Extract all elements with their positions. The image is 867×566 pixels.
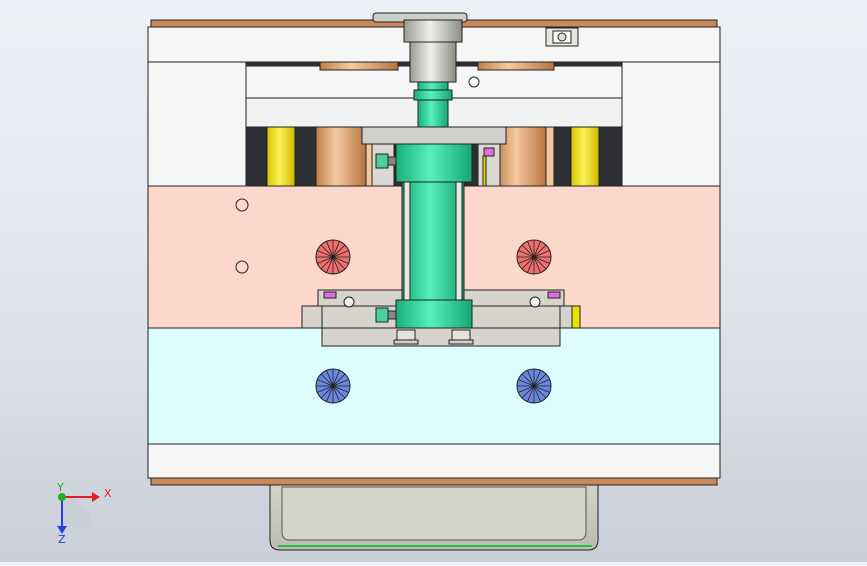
cooling-port-red-left[interactable] — [315, 239, 351, 275]
hex-nuts[interactable] — [393, 329, 474, 345]
axis-triad[interactable]: X Y Z — [56, 481, 112, 546]
y-axis-dot — [58, 493, 66, 501]
screw-head-top-right[interactable] — [545, 27, 579, 47]
guide-pillars[interactable] — [266, 126, 600, 187]
x-axis-label: X — [104, 487, 112, 500]
ejector-box[interactable] — [269, 484, 599, 551]
hydraulic-fitting-lower[interactable] — [375, 307, 397, 323]
hydraulic-cylinder[interactable] — [395, 19, 473, 329]
cooling-port-blue-right[interactable] — [516, 368, 552, 404]
cooling-port-blue-left[interactable] — [315, 368, 351, 404]
y-axis-label: Y — [56, 481, 64, 494]
z-axis-label: Z — [58, 533, 66, 546]
cooling-port-red-right[interactable] — [516, 239, 552, 275]
bottom-clamp-plate[interactable] — [147, 443, 721, 486]
hydraulic-fitting-upper[interactable] — [375, 153, 397, 169]
b-plate[interactable] — [147, 327, 721, 445]
